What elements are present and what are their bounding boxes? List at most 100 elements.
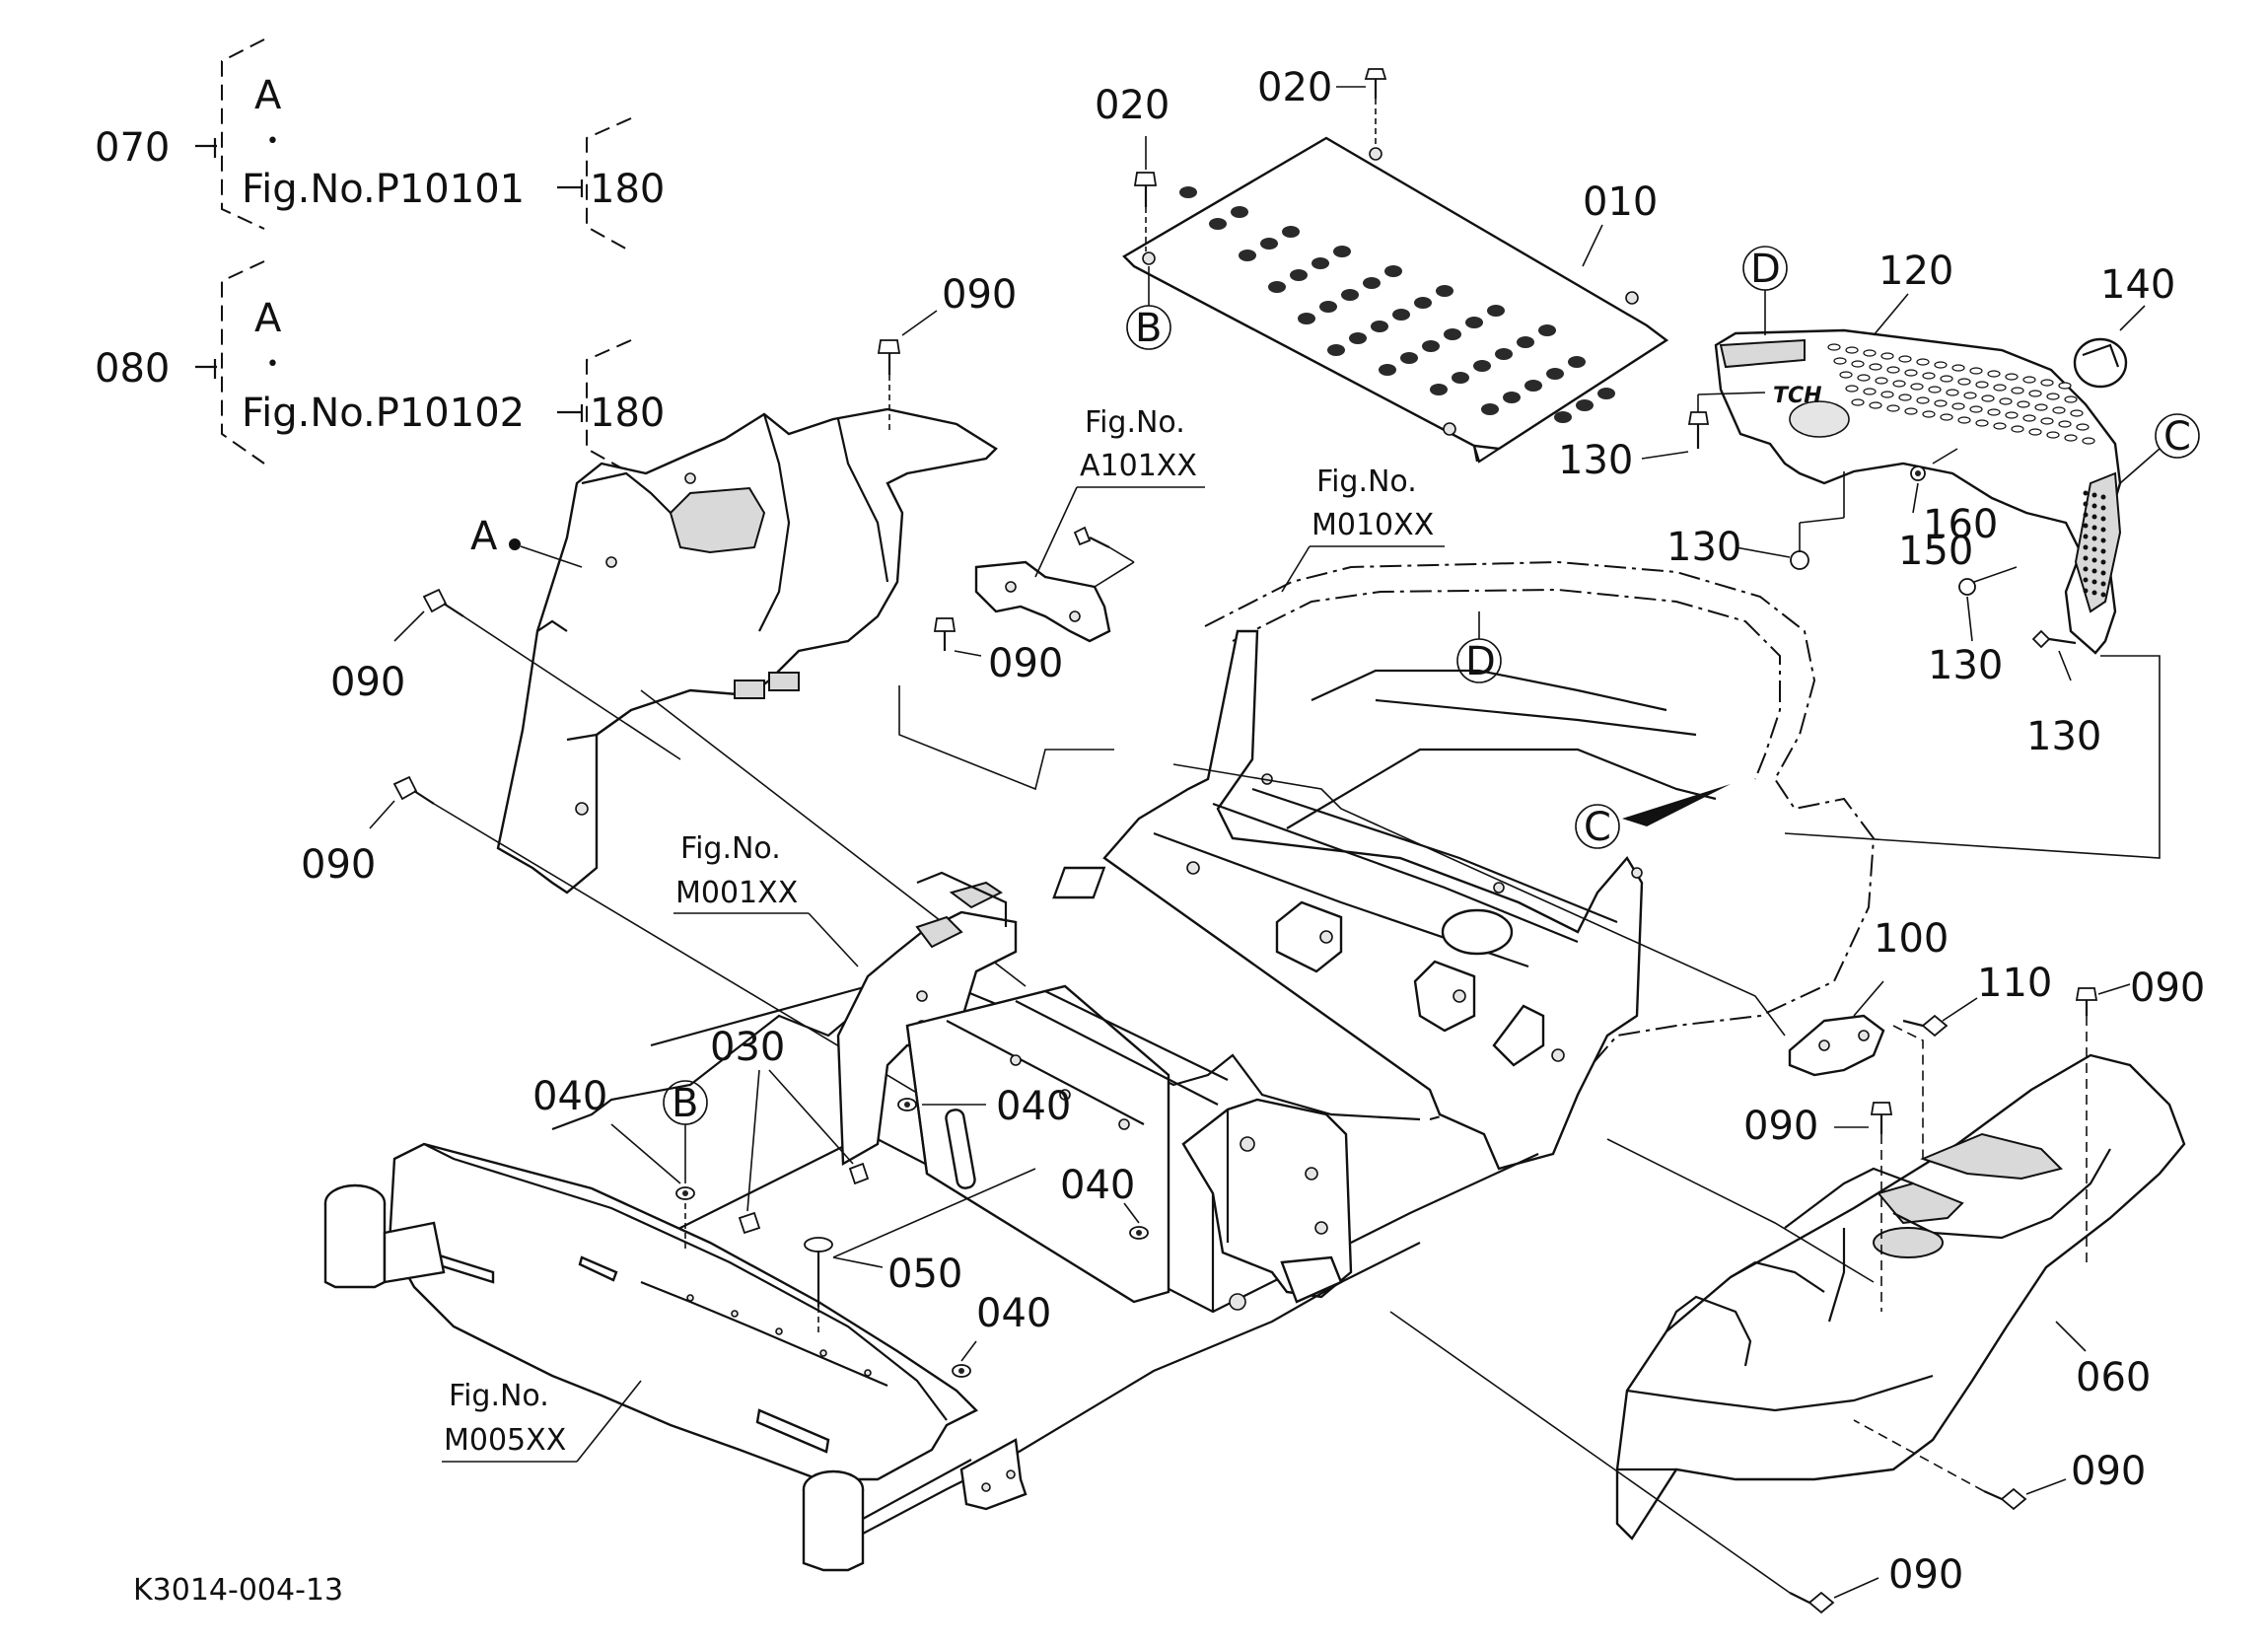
bolt-130-d <box>2031 629 2077 681</box>
grille-slot <box>1951 364 1965 372</box>
plate-hole <box>1554 411 1572 423</box>
callout-010: 010 <box>1583 179 1658 225</box>
brand-mark: TCH <box>1773 384 1822 408</box>
grille-slot <box>1999 397 2013 405</box>
grille-slot <box>2011 425 2024 433</box>
ref-circle-b: B <box>1126 305 1171 351</box>
washer-040-d <box>952 1340 977 1378</box>
grille-slot <box>2052 406 2066 414</box>
floor-plate-010 <box>1122 136 1669 464</box>
plate-hole <box>1239 250 1256 261</box>
grille-slot <box>1922 372 1936 380</box>
bolt-020-b <box>1133 136 1158 251</box>
grille-slot <box>2046 393 2060 400</box>
plate-hole <box>1436 285 1453 297</box>
grille-slot <box>1827 343 1841 351</box>
grille-slot <box>1863 349 1877 357</box>
grille-slot <box>1892 380 1906 388</box>
ref-circle-d: D <box>1742 246 1788 292</box>
grille-slot <box>1851 398 1865 406</box>
grille-slot <box>2028 390 2042 397</box>
mount-hole <box>1625 291 1639 305</box>
callout-040: 040 <box>996 1084 1071 1129</box>
plate-hole <box>1349 332 1367 344</box>
clip-030-a <box>738 1069 761 1235</box>
grille-perforation <box>2091 492 2097 498</box>
badge-140 <box>2073 305 2146 389</box>
plate-hole <box>1341 289 1359 301</box>
bracket-100 <box>1788 980 1885 1077</box>
svg-text:C: C <box>1584 805 1611 850</box>
grille-slot <box>2005 411 2019 419</box>
grille-perforation <box>2083 577 2089 583</box>
callout-150: 150 <box>1898 529 1973 574</box>
drawing-code: K3014-004-13 <box>133 1573 343 1608</box>
washer-040-c <box>1123 1202 1149 1240</box>
grille-slot <box>2082 437 2095 445</box>
grille-slot <box>1875 377 1888 385</box>
grille-slot <box>1940 413 1953 421</box>
plate-hole <box>1311 257 1329 269</box>
callout-180: 180 <box>590 391 665 436</box>
grille-perforation <box>2100 516 2106 522</box>
grille-perforation <box>2091 579 2097 585</box>
plate-hole <box>1333 246 1351 257</box>
ref-letter-a: A <box>254 73 282 118</box>
grille-slot <box>1934 399 1948 407</box>
grille-slot <box>2064 395 2078 403</box>
grille-slot <box>1886 366 1900 374</box>
right-fender-060 <box>1615 1053 2186 1540</box>
grille-slot <box>1969 405 1983 413</box>
grille-slot <box>1886 404 1900 412</box>
callout-130: 130 <box>1666 525 1741 570</box>
svg-text:C: C <box>2163 414 2191 460</box>
plate-hole-grid <box>1179 186 1615 423</box>
pin-050 <box>804 1168 1036 1336</box>
grille-slot <box>1898 355 1912 363</box>
callout-090: 090 <box>330 660 405 705</box>
plate-hole <box>1379 364 1396 376</box>
grille-perforation <box>2091 503 2097 509</box>
fig-no-label: Fig.No. <box>449 1379 549 1413</box>
grille-slot <box>1963 392 1977 399</box>
grille-perforation <box>2083 555 2089 561</box>
grille-slot <box>2070 409 2084 417</box>
plate-hole <box>1517 336 1534 348</box>
direction-arrow <box>1622 784 1731 826</box>
plate-hole <box>1430 384 1448 395</box>
callout-040: 040 <box>532 1074 607 1119</box>
grille-slot <box>2028 428 2042 436</box>
grille-perforation <box>2091 525 2097 531</box>
callout-180: 180 <box>590 167 665 212</box>
plate-hole <box>1465 317 1483 328</box>
grille-slot <box>1869 401 1882 409</box>
fig-no-label: Fig.No. <box>680 831 781 866</box>
plate-hole <box>1179 186 1197 198</box>
plate-hole <box>1503 392 1521 403</box>
chassis-body <box>1052 629 1717 1171</box>
plate-hole <box>1481 403 1499 415</box>
ref-circle-b-base: B <box>663 1080 708 1126</box>
grille-perforation <box>2100 570 2106 576</box>
callout-040: 040 <box>976 1291 1051 1336</box>
bolt-090-right-mid <box>1834 1102 1893 1312</box>
fig-ref-p10102: Fig.No.P10102 <box>242 391 525 436</box>
plate-hole <box>1260 238 1278 250</box>
grille-slot <box>2034 403 2048 411</box>
grille-slot <box>1880 352 1894 360</box>
callout-090: 090 <box>2071 1449 2146 1494</box>
ref-circle-d-frame: D <box>1456 638 1502 684</box>
grille-slot <box>1934 361 1948 369</box>
callout-090: 090 <box>942 272 1017 318</box>
grille-slot <box>1898 394 1912 401</box>
ref-letter-a: A <box>254 296 282 341</box>
grille-slot <box>1839 371 1853 379</box>
mount-hole <box>1142 251 1156 265</box>
left-fender <box>496 407 998 895</box>
plate-hole <box>1363 277 1381 289</box>
washer-150-160 <box>1910 448 1958 514</box>
grille-slot <box>1975 381 1989 389</box>
grille-slot <box>2058 420 2072 428</box>
grille-slot <box>2040 379 2054 387</box>
